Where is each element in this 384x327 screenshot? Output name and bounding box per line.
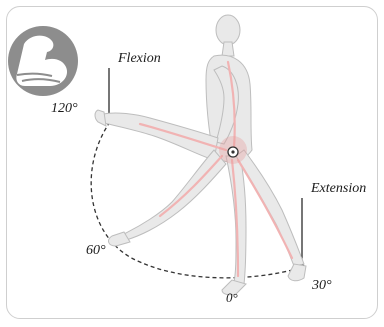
angle-120-label: 120°	[51, 102, 78, 116]
angle-0-label: 0°	[226, 291, 238, 304]
back-leg	[118, 150, 226, 242]
head	[216, 15, 240, 45]
raised-foot	[95, 110, 106, 126]
flexed-arm-icon	[8, 26, 78, 96]
raised-leg	[100, 113, 218, 160]
neck	[222, 42, 234, 56]
hip-joint-icon	[219, 136, 247, 164]
flexion-label: Flexion	[118, 52, 161, 66]
extended-foot	[288, 264, 306, 281]
angle-60-label: 60°	[86, 244, 106, 258]
extension-label: Extension	[311, 182, 366, 196]
angle-30-label: 30°	[312, 279, 332, 293]
